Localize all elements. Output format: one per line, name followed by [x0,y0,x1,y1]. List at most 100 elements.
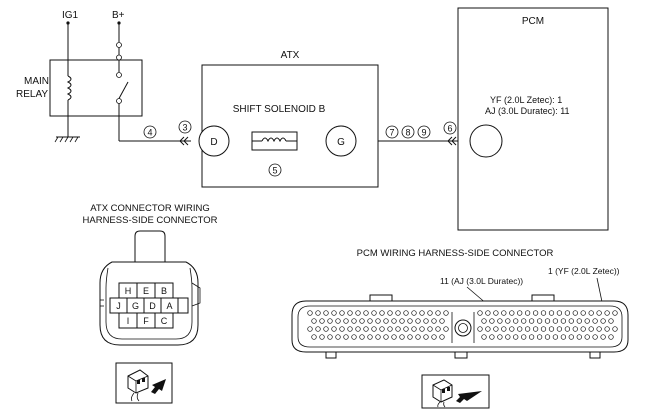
pcm-connector-pin [608,318,614,324]
pcm-connector-pin [343,334,349,340]
pin-i: I [127,316,130,326]
pcm-connector-pin [544,334,551,340]
pin-j: J [116,301,121,311]
pcm-connector-pin [532,326,539,332]
pcm-connector-pin [431,334,437,340]
pcm-connector-pin [347,310,353,316]
pcm-connector-pin [604,310,610,316]
pcm-connector-pin [548,310,555,316]
pcm-connector-pin [407,318,413,324]
ig1-label: IG1 [62,10,79,21]
pcm-connector-pin [560,334,567,340]
pcm-connector-drawing [291,294,629,359]
pcm-connector-pin [363,310,369,316]
marker-5: 5 [268,163,282,177]
relay-coil-icon [66,60,72,137]
pcm-connector-pin [612,326,618,332]
marker-3-left: 3 [178,120,192,134]
pcm-connector-pin [552,334,559,340]
pcm-connector-pin [517,310,523,316]
pin-h: H [125,286,132,296]
svg-text:G: G [337,137,345,148]
svg-text:9: 9 [421,128,426,138]
pcm-connector-pin [439,318,445,324]
pcm-connector-pin [584,318,590,324]
solenoid-coil-icon [251,131,298,151]
svg-text:6: 6 [447,124,452,134]
pcm-connector-pin [521,334,527,340]
pcm-connector-pin [501,310,507,316]
pcm-connector-pin [411,310,417,316]
pcm-connector-pin [513,318,519,324]
svg-text:3: 3 [182,123,187,133]
marker-4: 4 [143,125,157,139]
pcm-connector-pin [572,326,578,332]
pcm-connector-pin [524,326,531,332]
pcm-connector-pin [580,310,586,316]
pcm-connector-pin [343,318,349,324]
pcm-connector-pin [435,310,441,316]
pcm-connector-label-pin1: 1 (YF (2.0L Zetec)) [548,266,620,276]
pcm-connector-pin [411,326,417,332]
pcm-connector-pin [540,326,547,332]
pcm-connector-pin [415,334,421,340]
pin-d-circle: D [198,125,230,157]
pcm-connector-pin [335,334,341,340]
pcm-connector-pin [485,326,491,332]
pcm-connector-pin [596,326,602,332]
pcm-connector-pin [528,318,535,324]
marker-8: 8 [401,125,415,139]
pcm-connector-pin [419,326,425,332]
pcm-connector-pin [379,310,385,316]
pcm-connector-pin [564,326,571,332]
pcm-connector-pin [427,326,433,332]
pcm-connector-pin [521,318,527,324]
pcm-connector-pin [568,318,574,324]
pcm-connector-pin [351,334,357,340]
pcm-connector-pin [323,310,329,316]
pcm-connector-pin [391,334,397,340]
pcm-connector-pin [497,334,503,340]
pcm-connector-pin [513,334,519,340]
pcm-connector-pin [367,334,373,340]
svg-text:D: D [210,137,217,148]
pcm-connector-pin [443,326,449,332]
pcm-connector-pin [505,334,511,340]
pcm-connector-pin [327,334,333,340]
pcm-connector-pin [383,318,389,324]
pcm-box [457,7,609,231]
pcm-connector-pin [355,310,361,316]
pcm-connector-pin [311,318,317,324]
pcm-connector-pin [423,318,429,324]
pcm-connector-pin [331,310,337,316]
pcm-connector-label-pin11: 11 (AJ (3.0L Duratec)) [440,276,523,286]
pcm-connector-pin [399,318,405,324]
pcm-connector-pin [315,326,321,332]
pcm-connector-pin [399,334,405,340]
pcm-connector-pin [339,326,345,332]
pcm-connector-pin [608,334,614,340]
pcm-connector-pin [580,326,586,332]
relay-switch-icon [116,60,129,141]
pcm-connector-pin [517,326,523,332]
pcm-connector-pin [319,334,325,340]
pcm-connector-pin [481,318,487,324]
pcm-connector-pin [323,326,329,332]
pcm-connector-pin [331,326,337,332]
main-relay-label-line2: RELAY [16,89,48,100]
pin-a: A [166,301,172,311]
pin-f: F [143,316,149,326]
pcm-connector-pin [568,334,574,340]
pcm-connector-pin [584,334,590,340]
pin-d: D [149,301,156,311]
atx-connector-pins: H E B J G D A I F C [109,282,189,329]
pcm-connector-pin [532,310,539,316]
pcm-connector-pin [604,326,610,332]
pcm-connector-pin [371,326,377,332]
pcm-connector-pin [544,318,551,324]
pcm-connector-pin [556,326,563,332]
atx-title: ATX [281,50,300,61]
pcm-terminal-yf: YF (2.0L Zetec): 1 [490,95,562,105]
pin-g: G [132,301,139,311]
